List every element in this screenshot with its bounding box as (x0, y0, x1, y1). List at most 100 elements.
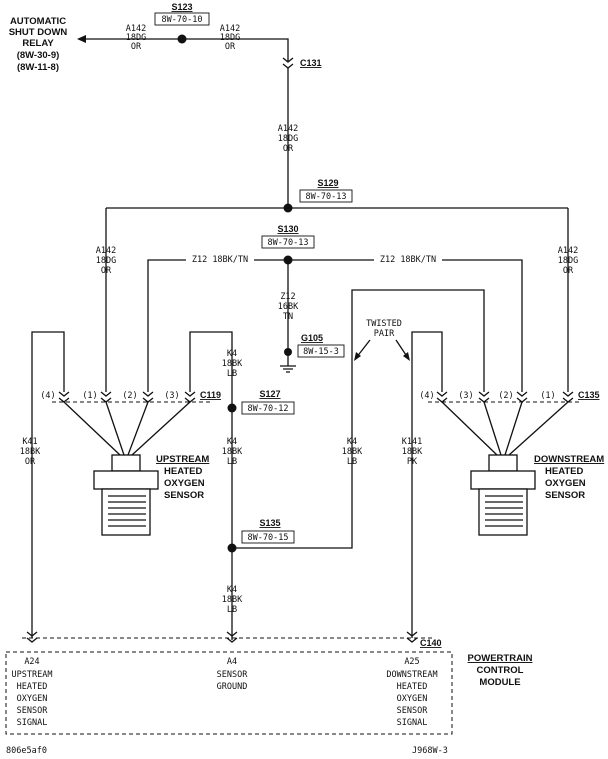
svg-text:UPSTREAM: UPSTREAM (12, 670, 53, 680)
splice-s127-ref-box (241, 401, 295, 415)
svg-text:OXYGEN: OXYGEN (17, 694, 48, 704)
wire-k41 (31, 331, 65, 638)
svg-text:OR: OR (101, 266, 112, 276)
relay-label: AUTOMATIC SHUT DOWN RELAY (8W-30-9) (8W-… (9, 16, 68, 73)
splice-s129-ref-box (299, 189, 353, 203)
svg-text:18BK: 18BK (222, 359, 243, 369)
svg-text:UPSTREAM: UPSTREAM (156, 454, 209, 465)
connector-c119-label: C119 (200, 390, 221, 400)
wire-z12-bus (147, 259, 523, 392)
splice-s127-dot (227, 403, 237, 413)
ground-g105-ref: 8W-15-3 (303, 347, 339, 357)
svg-text:DOWNSTREAM: DOWNSTREAM (386, 670, 437, 680)
pin-label-down-4: (4) (419, 391, 434, 401)
connector-c140-label: C140 (420, 638, 442, 648)
svg-text:K141: K141 (402, 437, 422, 447)
splice-s135-ref-box (241, 530, 295, 544)
svg-text:HEATED: HEATED (545, 466, 583, 477)
wire-label-a142-left: A142 18DG OR (96, 246, 116, 276)
splice-s135-id: S135 (259, 518, 280, 528)
pcm-pin-a4: A4 SENSOR GROUND (217, 657, 249, 692)
svg-text:OR: OR (283, 144, 294, 154)
pcm-pin-a25: A25 DOWNSTREAM HEATED OXYGEN SENSOR SIGN… (386, 657, 437, 728)
svg-text:HEATED: HEATED (164, 466, 202, 477)
splice-s130-ref-box (261, 235, 315, 249)
pcm-box (5, 651, 453, 735)
svg-text:A142: A142 (126, 24, 146, 34)
pcm-label: POWERTRAIN CONTROL MODULE (468, 653, 533, 688)
splice-s123-dot (177, 34, 187, 44)
splice-s123-id: S123 (171, 2, 192, 12)
svg-text:16BK: 16BK (278, 302, 299, 312)
svg-text:Z12: Z12 (280, 292, 295, 302)
downstream-sensor-leads (441, 401, 569, 456)
svg-text:18DG: 18DG (558, 256, 578, 266)
connector-c140-chevrons-icon (26, 631, 418, 643)
svg-text:OR: OR (131, 42, 142, 52)
svg-text:LB: LB (227, 369, 237, 379)
relay-ref1: (8W-30-9) (17, 50, 60, 61)
svg-text:A142: A142 (558, 246, 578, 256)
wire-label-k4-lower: K4 18BK LB (222, 585, 243, 615)
svg-text:OXYGEN: OXYGEN (397, 694, 428, 704)
connector-c135-label: C135 (578, 390, 600, 400)
splice-s129-ref: 8W-70-13 (306, 192, 347, 202)
splice-s127-ref: 8W-70-12 (248, 404, 289, 414)
svg-text:OR: OR (225, 42, 236, 52)
svg-text:K4: K4 (227, 585, 237, 595)
svg-text:18DG: 18DG (278, 134, 298, 144)
svg-text:18DG: 18DG (126, 33, 146, 43)
relay-ref2: (8W-11-8) (17, 62, 59, 73)
svg-text:LB: LB (227, 605, 237, 615)
svg-text:K4: K4 (347, 437, 357, 447)
downstream-sensor-label: DOWNSTREAM HEATED OXYGEN SENSOR (534, 454, 604, 501)
wire-label-a142-right: A142 18DG OR (558, 246, 578, 276)
svg-text:SENSOR: SENSOR (397, 706, 429, 716)
splice-s130-id: S130 (277, 224, 298, 234)
wire-label-z12-right: Z12 18BK/TN (380, 255, 436, 265)
svg-text:SENSOR: SENSOR (164, 490, 204, 501)
svg-text:SENSOR: SENSOR (17, 706, 49, 716)
wire-upstream-pin3 (189, 331, 233, 640)
svg-text:18BK: 18BK (20, 447, 41, 457)
wire-k4-downstream (232, 289, 485, 549)
downstream-sensor-icon (470, 454, 536, 536)
splice-s127-id: S127 (259, 389, 280, 399)
svg-text:HEATED: HEATED (17, 682, 48, 692)
pin-label-up-3: (3) (164, 391, 179, 401)
upstream-sensor-icon (93, 454, 159, 536)
connector-c131-label: C131 (300, 58, 322, 68)
svg-text:SIGNAL: SIGNAL (397, 718, 428, 728)
pin-label-up-1: (1) (82, 391, 97, 401)
relay-line2: SHUT DOWN (9, 27, 68, 38)
wire-k141 (411, 331, 443, 638)
svg-text:OXYGEN: OXYGEN (164, 478, 205, 489)
wire-label-k4-upper: K4 18BK LB (222, 349, 243, 379)
splice-s123-ref: 8W-70-10 (162, 15, 203, 25)
wire-label-a142-mid: A142 18DG OR (278, 124, 298, 154)
wire-label-k4-right: K4 18BK LB (342, 437, 363, 467)
svg-text:SENSOR: SENSOR (217, 670, 249, 680)
pin-label-up-4: (4) (40, 391, 55, 401)
wire-label-z12-ground: Z12 16BK TN (278, 292, 299, 322)
svg-text:K4: K4 (227, 349, 237, 359)
svg-text:A4: A4 (227, 657, 237, 667)
svg-text:A142: A142 (278, 124, 298, 134)
svg-text:A142: A142 (220, 24, 240, 34)
svg-text:18BK: 18BK (402, 447, 423, 457)
svg-text:18DG: 18DG (220, 33, 240, 43)
wire-label-k4-mid: K4 18BK LB (222, 437, 243, 467)
svg-text:GROUND: GROUND (217, 682, 248, 692)
svg-text:OXYGEN: OXYGEN (545, 478, 586, 489)
svg-text:SENSOR: SENSOR (545, 490, 585, 501)
upstream-sensor-leads (63, 401, 191, 456)
twisted-pair-arrows-icon (355, 339, 409, 359)
splice-s135-ref: 8W-70-15 (248, 533, 289, 543)
wire-label-z12-left: Z12 18BK/TN (192, 255, 248, 265)
svg-text:18BK: 18BK (342, 447, 363, 457)
ground-g105-id: G105 (301, 333, 323, 343)
svg-text:A142: A142 (96, 246, 116, 256)
svg-text:CONTROL: CONTROL (477, 665, 524, 676)
wire-label-a142-top-right: A142 18DG OR (220, 24, 240, 52)
footer-code-right: J968W-3 (412, 746, 448, 756)
